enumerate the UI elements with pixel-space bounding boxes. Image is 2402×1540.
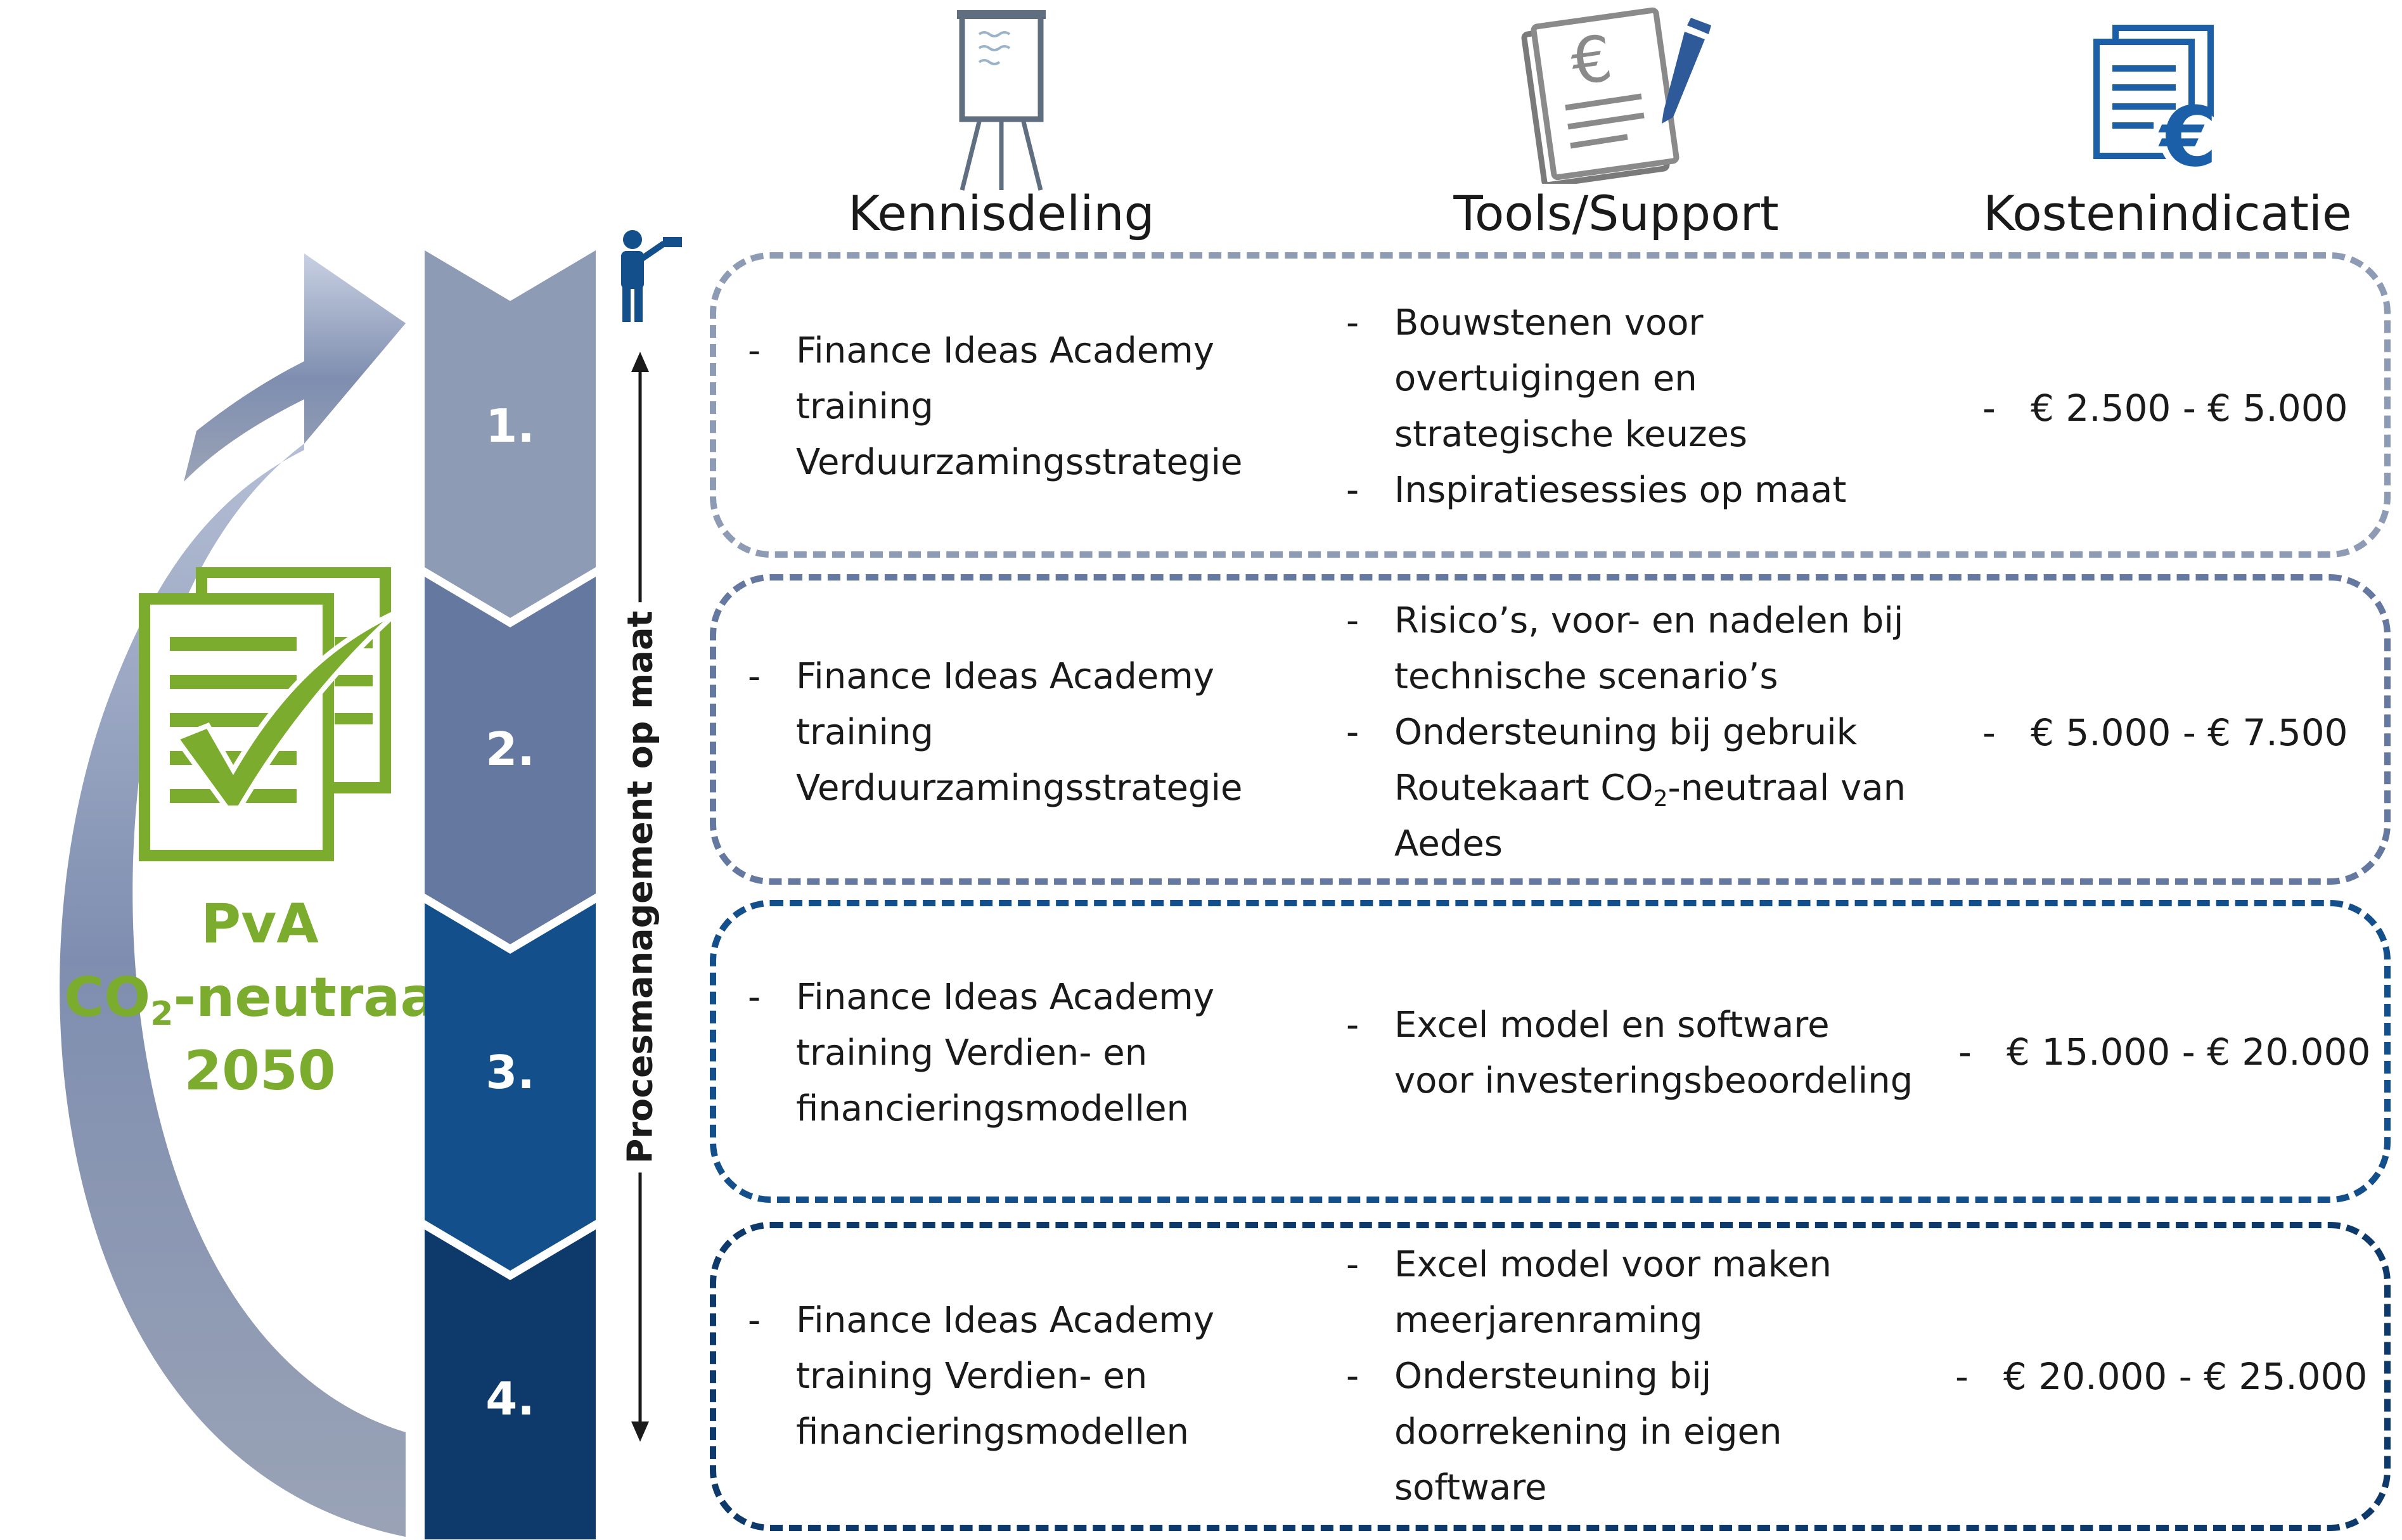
step-number-4: 4. <box>485 1372 535 1425</box>
step-chevrons <box>425 250 596 1539</box>
step-row-4 <box>710 1222 2391 1531</box>
row-4-kennisdeling: Finance Ideas Academy training Verdien- … <box>748 1293 1306 1460</box>
list-item: Finance Ideas Academy training Verdien- … <box>748 1293 1306 1460</box>
column-title-kostenindicatie: Kostenindicatie <box>1983 185 2352 241</box>
row-3-tools: Excel model en software voor investering… <box>1346 998 1955 1109</box>
row-1-kennisdeling: Finance Ideas Academy training Verduurza… <box>748 323 1306 491</box>
step-number-3: 3. <box>485 1046 535 1099</box>
row-1-cost: -€ 2.500 - € 5.000 <box>1982 387 2348 430</box>
step-row-1 <box>710 252 2391 558</box>
list-item: Risico’s, voor- en nadelen bij technisch… <box>1346 593 1929 705</box>
step-row-3 <box>710 900 2391 1203</box>
list-item: Excel model voor maken meerjarenraming <box>1346 1237 1917 1349</box>
list-item: Finance Ideas Academy training Verdien- … <box>748 970 1306 1137</box>
list-item: Finance Ideas Academy training Verduurza… <box>748 323 1306 491</box>
list-item: Excel model en software voor investering… <box>1346 998 1955 1109</box>
row-4-cost: -€ 20.000 - € 25.000 <box>1955 1355 2368 1398</box>
row-3-cost: -€ 15.000 - € 20.000 <box>1958 1030 2371 1074</box>
list-item: Inspiratiesessies op maat <box>1346 463 1917 518</box>
list-item: Ondersteuning bij gebruik Routekaart CO2… <box>1346 705 1929 872</box>
pva-line-2: CO2-neutraal <box>64 966 456 1033</box>
step-number-1: 1. <box>485 399 535 452</box>
row-3-kennisdeling: Finance Ideas Academy training Verdien- … <box>748 970 1306 1137</box>
row-2-cost: -€ 5.000 - € 7.500 <box>1982 711 2348 754</box>
invoice-euro-pen-icon: € <box>1521 7 1711 184</box>
list-item: Ondersteuning bij doorrekening in eigen … <box>1346 1349 1917 1516</box>
column-title-kennisdeling: Kennisdeling <box>848 185 1155 241</box>
column-title-tools-support: Tools/Support <box>1453 185 1779 241</box>
flipchart-icon <box>957 10 1046 191</box>
checklist-documents-icon <box>139 567 400 861</box>
cycle-arrow <box>60 253 406 1537</box>
svg-text:€: € <box>2158 89 2217 175</box>
row-2-kennisdeling: Finance Ideas Academy training Verduurza… <box>748 649 1306 816</box>
pva-line-1: PvA <box>201 892 319 956</box>
row-2-tools: Risico’s, voor- en nadelen bij technisch… <box>1346 593 1929 872</box>
step-chevron-1 <box>425 250 596 618</box>
step-chevron-3 <box>425 903 596 1271</box>
list-item: Bouwstenen voor overtuigingen en strateg… <box>1346 295 1917 463</box>
documents-euro-icon: € <box>2093 25 2223 175</box>
step-number-2: 2. <box>485 722 535 776</box>
pva-title: PvA CO2-neutraal 2050 <box>38 887 482 1108</box>
step-row-2 <box>710 574 2391 885</box>
process-label: Procesmanagement op maat <box>620 601 660 1173</box>
row-1-tools: Bouwstenen voor overtuigingen en strateg… <box>1346 295 1917 518</box>
list-item: Finance Ideas Academy training Verduurza… <box>748 649 1306 816</box>
presenter-person-icon <box>621 230 682 322</box>
row-4-tools: Excel model voor maken meerjarenraming O… <box>1346 1237 1917 1516</box>
step-chevron-4 <box>425 1229 596 1539</box>
step-chevron-2 <box>425 577 596 944</box>
pva-line-3: 2050 <box>184 1039 336 1103</box>
